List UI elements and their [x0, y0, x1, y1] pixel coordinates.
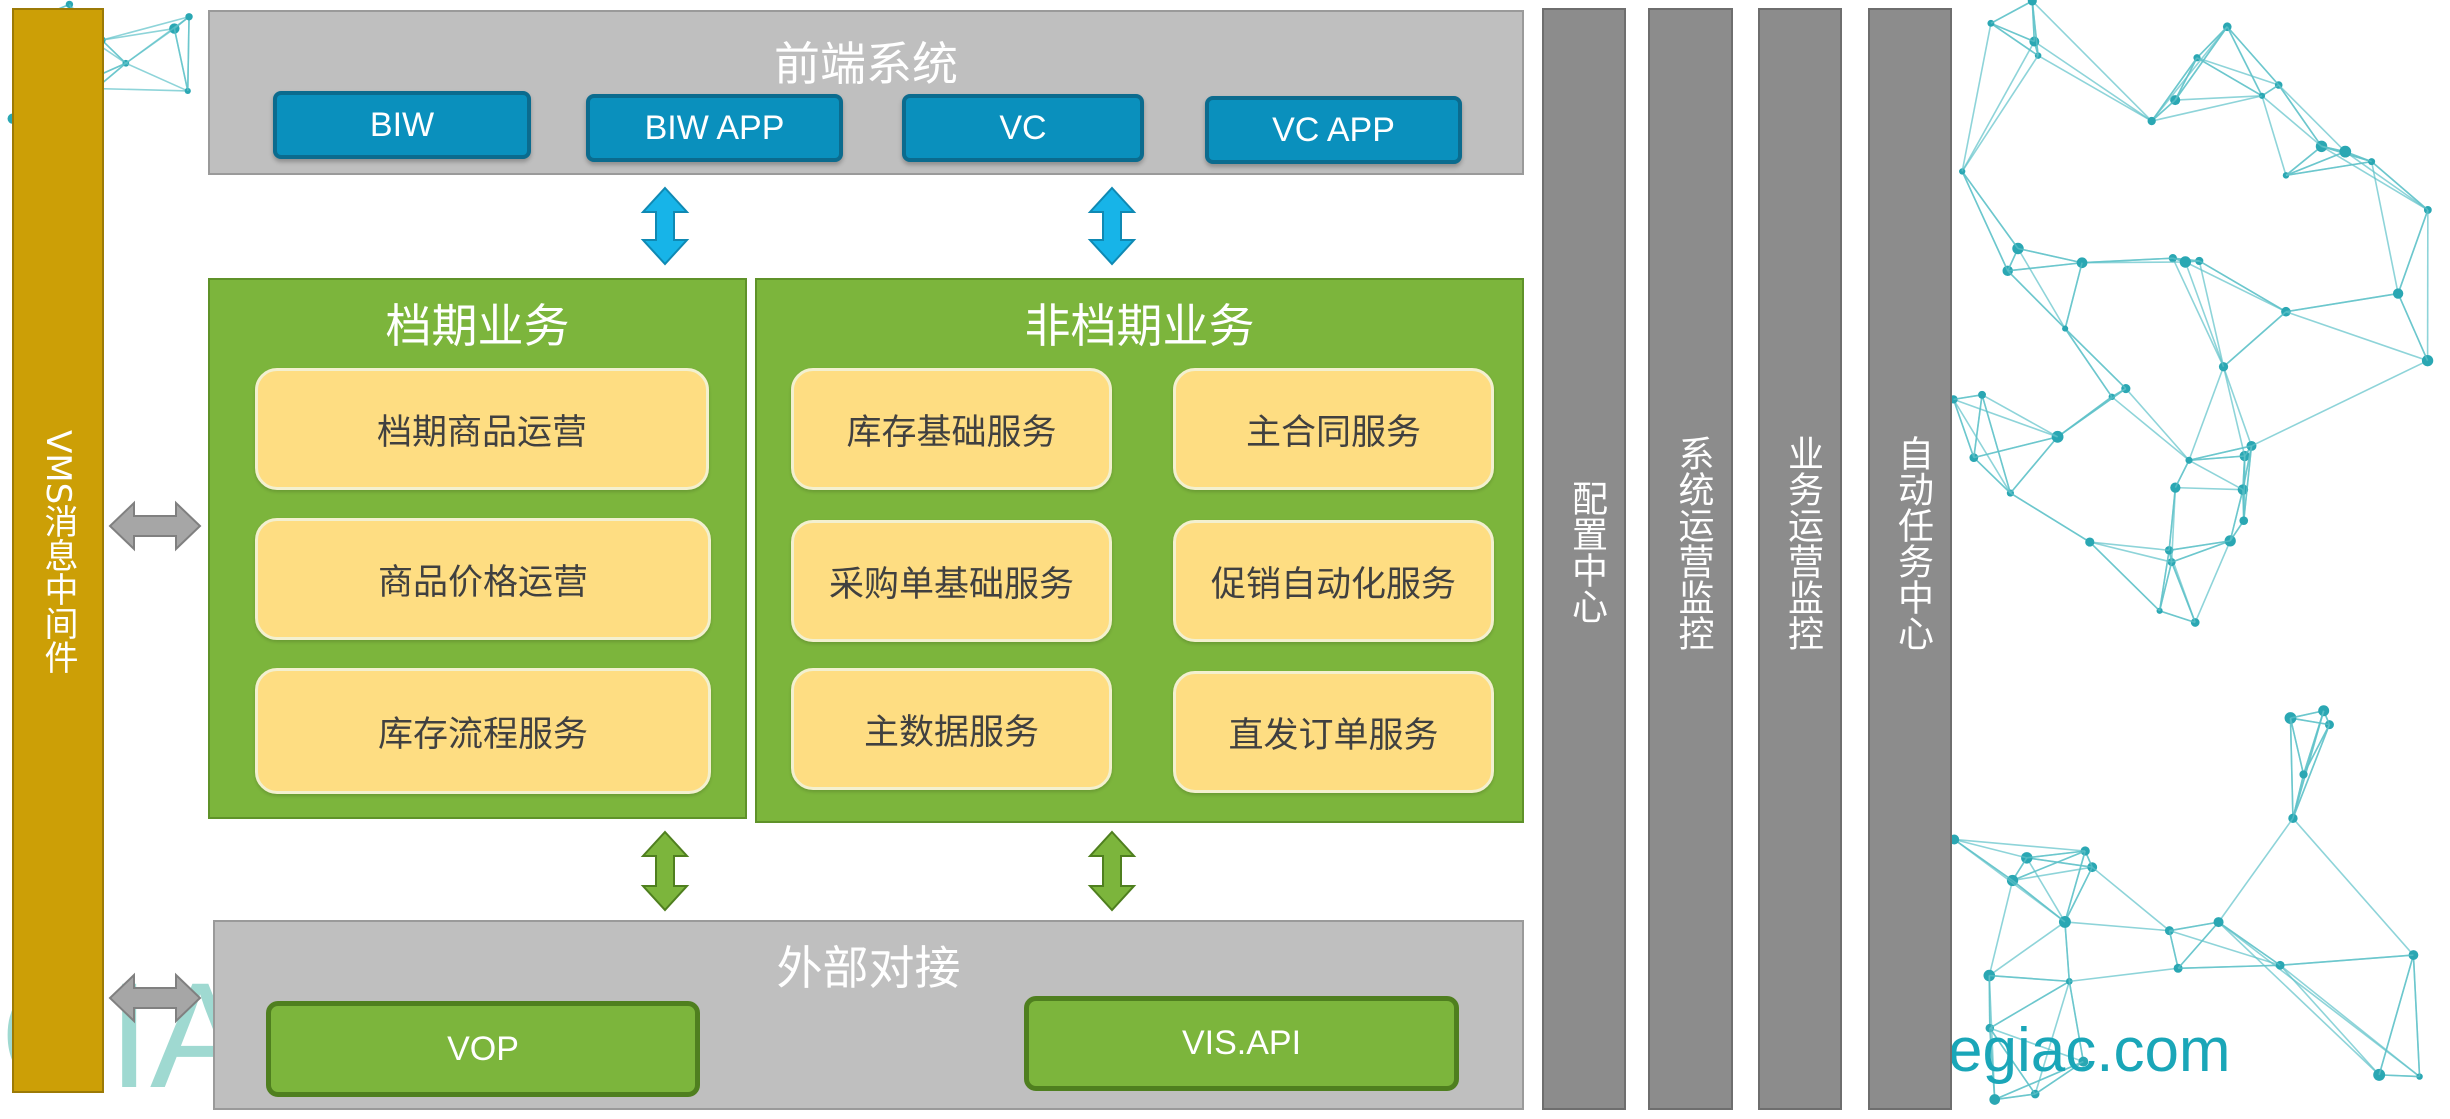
watermark-right: egiac.com — [1948, 1016, 2231, 1086]
double-arrow-icon — [1087, 830, 1137, 912]
service-box[interactable]: 直发订单服务 — [1173, 671, 1494, 793]
service-box[interactable]: 档期商品运营 — [255, 368, 709, 490]
vis-api-button[interactable]: VIS.API — [1024, 996, 1459, 1091]
biw-button[interactable]: BIW — [273, 91, 531, 159]
vms-middleware-label: VMS消息中间件 — [30, 430, 86, 674]
double-arrow-icon — [108, 500, 202, 552]
scheduled-business-title: 档期业务 — [210, 290, 745, 356]
business-ops-monitor-label: 业务运营监控 — [1775, 435, 1825, 651]
biw-app-button[interactable]: BIW APP — [586, 94, 843, 162]
service-box[interactable]: 库存流程服务 — [255, 668, 711, 794]
non-scheduled-business-title: 非档期业务 — [757, 290, 1522, 356]
external-title: 外部对接 — [215, 932, 1522, 998]
config-center-label: 配置中心 — [1559, 480, 1609, 624]
service-box[interactable]: 库存基础服务 — [791, 368, 1112, 490]
business-ops-monitor-column[interactable]: 业务运营监控 — [1758, 8, 1842, 1110]
service-box[interactable]: 主数据服务 — [791, 668, 1112, 790]
system-ops-monitor-label: 系统运营监控 — [1666, 435, 1716, 651]
system-ops-monitor-column[interactable]: 系统运营监控 — [1648, 8, 1733, 1110]
vms-middleware-bar[interactable]: VMS消息中间件 — [12, 8, 104, 1093]
config-center-column[interactable]: 配置中心 — [1542, 8, 1626, 1110]
service-box[interactable]: 采购单基础服务 — [791, 520, 1112, 642]
double-arrow-icon — [1087, 186, 1137, 266]
vc-app-button[interactable]: VC APP — [1205, 96, 1462, 164]
auto-task-center-column[interactable]: 自动任务中心 — [1868, 8, 1952, 1110]
double-arrow-icon — [108, 972, 202, 1024]
service-box[interactable]: 主合同服务 — [1173, 368, 1494, 490]
auto-task-center-label: 自动任务中心 — [1885, 435, 1935, 651]
service-box[interactable]: 促销自动化服务 — [1173, 520, 1494, 642]
double-arrow-icon — [640, 830, 690, 912]
double-arrow-icon — [640, 186, 690, 266]
vc-button[interactable]: VC — [902, 94, 1144, 162]
frontend-title: 前端系统 — [210, 28, 1522, 94]
vop-button[interactable]: VOP — [266, 1001, 700, 1097]
service-box[interactable]: 商品价格运营 — [255, 518, 711, 640]
